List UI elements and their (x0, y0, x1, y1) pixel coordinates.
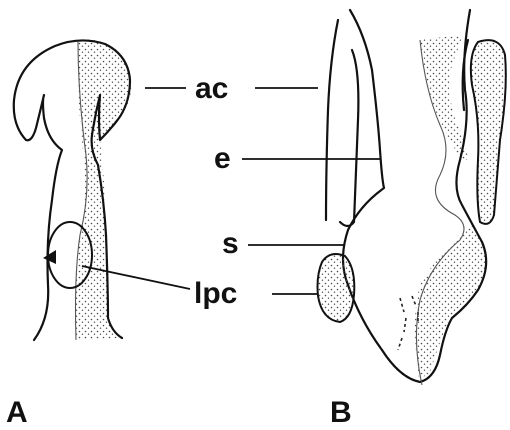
panel-b-lpc-region (318, 254, 355, 322)
label-s-group: s (222, 227, 345, 260)
panel-b-stomach-dashes (398, 296, 418, 350)
panel-b-stippled-lower (415, 225, 500, 385)
panel-b-right-strip (471, 40, 506, 224)
label-lpc-group: lpc (82, 266, 318, 310)
label-ac: ac (195, 72, 228, 105)
label-lpc: lpc (194, 277, 237, 310)
panel-label-a: A (6, 396, 28, 429)
panel-label-b: B (330, 396, 352, 429)
panel-a-drawing (14, 30, 140, 345)
label-s: s (222, 227, 239, 260)
label-ac-group: ac (145, 72, 318, 105)
panel-b-left-strip (326, 20, 338, 220)
panel-a-arrowhead-icon (43, 250, 56, 264)
panel-b-left-inner-strip (340, 50, 358, 226)
label-e: e (214, 142, 231, 175)
panel-b-drawing (318, 10, 506, 385)
panel-b-body-outline (343, 10, 486, 382)
